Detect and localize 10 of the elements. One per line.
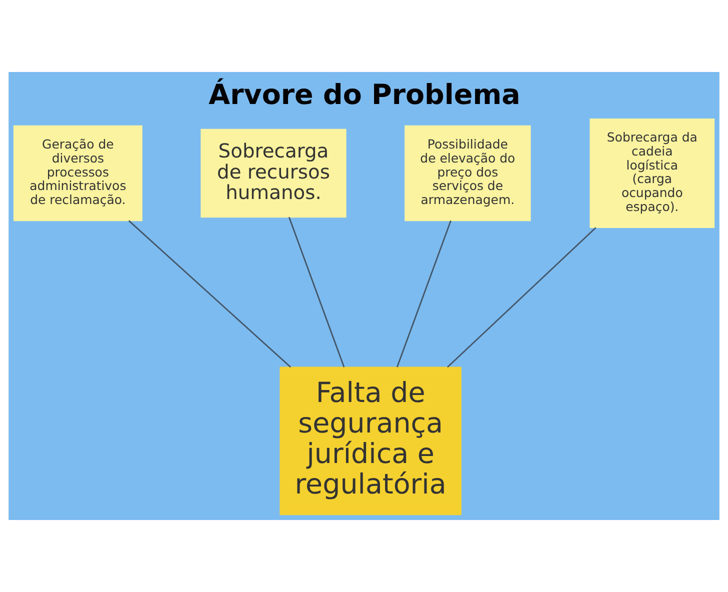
node-box: Falta de segurança jurídica e regulatória	[280, 366, 462, 516]
connector	[447, 227, 596, 368]
connector	[288, 216, 345, 368]
connector	[128, 220, 292, 368]
diagram-title: Árvore do Problema	[208, 78, 520, 111]
node-box: Sobrecarga de recursos humanos.	[200, 128, 346, 218]
connector	[396, 220, 452, 368]
node-box: Sobrecarga da cadeia logística (carga ocupando espaço).	[590, 118, 715, 228]
node-box: Possibilidade de elevação do preço dos serviços de armazenagem.	[404, 125, 531, 222]
node-box: Geração de diversos processos administrativos de reclamação.	[13, 125, 142, 222]
